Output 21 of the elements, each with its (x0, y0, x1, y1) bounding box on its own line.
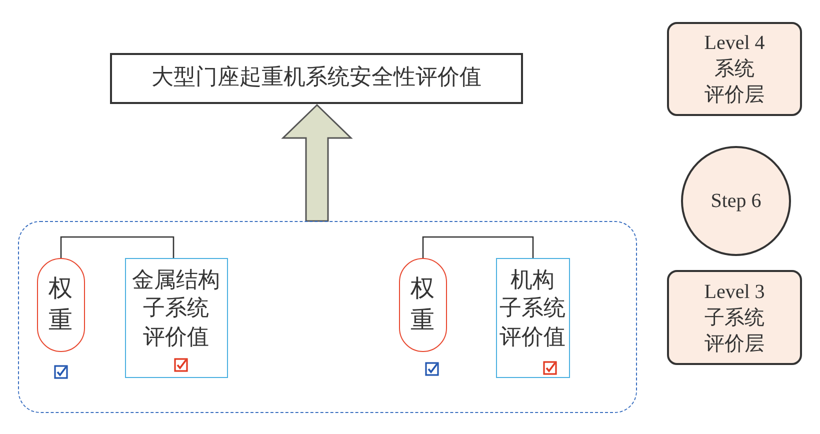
level-box (667, 270, 802, 365)
level-caption: 系统评价层 (704, 57, 764, 108)
level-label: Level 3 (704, 280, 765, 304)
level-box (667, 22, 802, 116)
node-label: 机构子系统评价值 (500, 266, 566, 352)
node-label: 金属结构子系统评价值 (132, 266, 220, 352)
weight-capsule (36, 258, 84, 352)
result-box (110, 53, 523, 104)
bracket-connector (60, 236, 174, 258)
subsystem-box (496, 258, 570, 378)
subsystem-box (124, 258, 228, 378)
level-label: Step 6 (710, 189, 762, 214)
bracket-connector (422, 236, 534, 258)
node-label: 权重 (48, 273, 72, 336)
node-label: 权重 (410, 273, 434, 336)
block-arrow (281, 104, 353, 222)
level-label: Level 4 (704, 31, 765, 56)
weight-capsule (398, 258, 446, 352)
level-caption: 子系统评价层 (704, 306, 764, 356)
dashed-group-frame (18, 221, 637, 413)
node-label: 大型门座起重机系统安全性评价值 (152, 64, 482, 92)
